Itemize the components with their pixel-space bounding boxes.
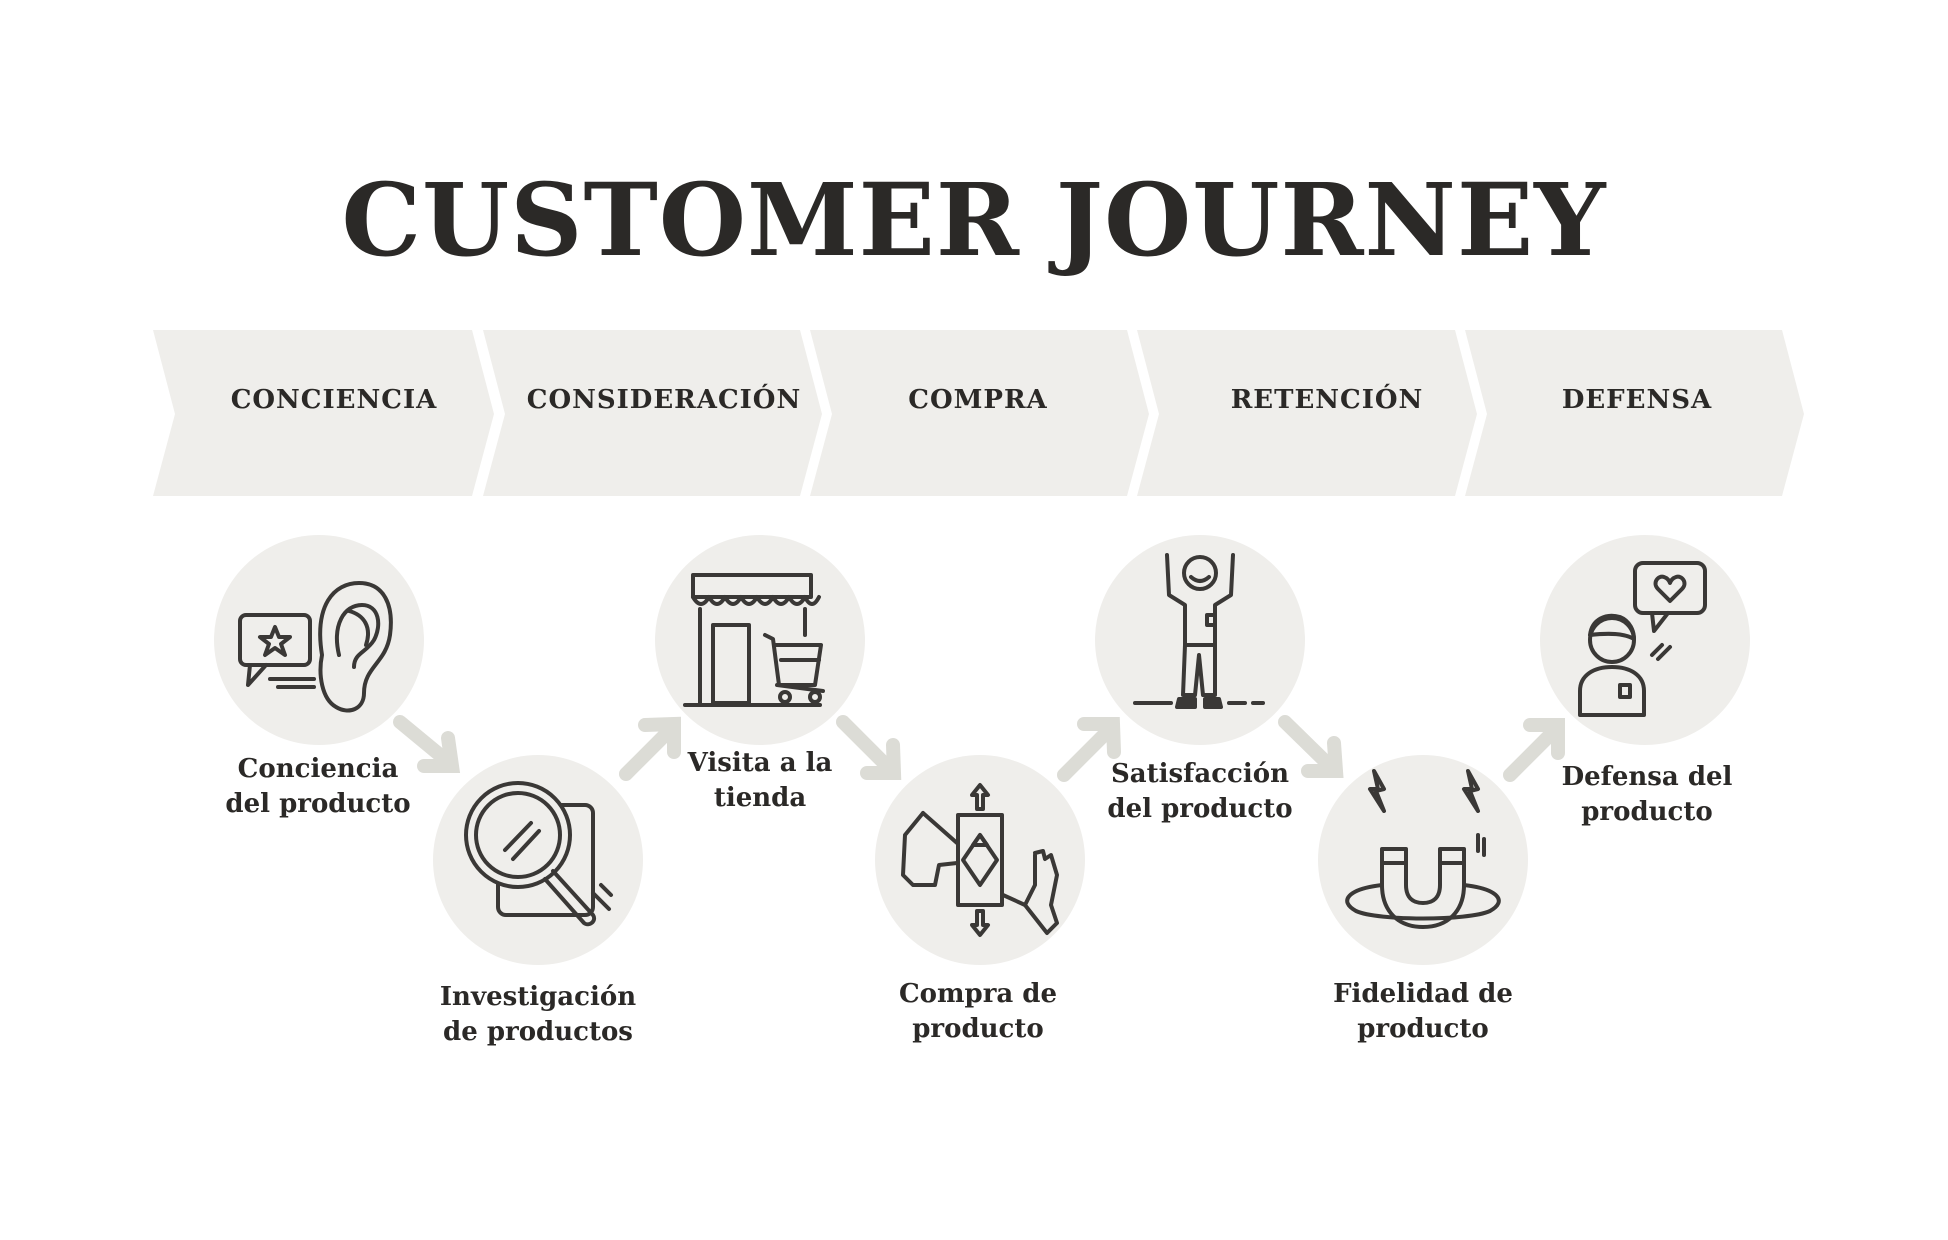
stage-label-retencion: RETENCIÓN	[1230, 385, 1424, 415]
hands-money-exchange-icon	[901, 783, 1059, 937]
arrow-up-3	[1503, 718, 1565, 782]
magnifying-glass-icon	[464, 781, 613, 927]
arrow-down-1	[393, 715, 461, 773]
stage-label-defensa: DEFENSA	[1561, 385, 1713, 415]
step-label-6-line1: Fidelidad de	[1333, 979, 1513, 1009]
stage-chevron-1	[153, 330, 494, 496]
happy-person-arms-up-icon	[1133, 553, 1265, 709]
stage-chevron-4	[1137, 330, 1477, 496]
stage-chevron-5	[1465, 330, 1804, 496]
step-label-3-line2: tienda	[713, 783, 807, 813]
arrow-up-2	[1057, 717, 1121, 782]
step-label-5-line2: del producto	[1107, 794, 1293, 824]
step-circle-4	[875, 755, 1085, 965]
arrow-up-1	[619, 716, 681, 781]
step-label-4-line1: Compra de	[898, 979, 1058, 1009]
step-circle-2	[433, 755, 643, 965]
step-label-2-line1: Investigación	[439, 982, 637, 1012]
step-label-3: Visita a la tienda	[630, 746, 890, 816]
step-label-1: Conciencia del producto	[188, 752, 448, 822]
stage-label-conciencia: CONCIENCIA	[230, 385, 438, 415]
step-circle-6	[1318, 755, 1528, 965]
magnet-icon	[1345, 769, 1501, 929]
step-label-7-line2: producto	[1581, 797, 1713, 827]
step-label-1-line1: Conciencia	[237, 754, 399, 784]
step-circle-5	[1095, 535, 1305, 745]
step-label-3-line1: Visita a la	[687, 748, 833, 778]
step-label-1-line2: del producto	[225, 789, 411, 819]
step-label-7: Defensa del producto	[1517, 760, 1777, 830]
step-label-6: Fidelidad de producto	[1293, 977, 1553, 1047]
store-cart-icon	[683, 573, 825, 707]
page-title: CUSTOMER JOURNEY	[341, 161, 1607, 279]
step-label-5: Satisfacción del producto	[1070, 757, 1330, 827]
step-label-2: Investigación de productos	[408, 980, 668, 1050]
arrow-down-3	[1278, 715, 1344, 778]
stage-label-consideracion: CONSIDERACIÓN	[526, 385, 802, 415]
step-circle-1	[214, 535, 424, 745]
step-circle-7	[1540, 535, 1750, 745]
step-label-7-line1: Defensa del	[1561, 762, 1733, 792]
step-label-5-line1: Satisfacción	[1111, 759, 1289, 789]
person-heart-bubble-icon	[1578, 561, 1707, 717]
step-circle-3	[655, 535, 865, 745]
step-label-2-line2: de productos	[443, 1017, 633, 1047]
step-label-4: Compra de producto	[848, 977, 1108, 1047]
stage-label-compra: COMPRA	[908, 385, 1048, 415]
step-label-4-line2: producto	[912, 1014, 1044, 1044]
step-label-6-line2: producto	[1357, 1014, 1489, 1044]
stage-chevron-2	[483, 330, 822, 496]
ear-speech-bubble-star-icon	[238, 581, 393, 713]
stage-chevron-3	[810, 330, 1149, 496]
arrow-down-2	[836, 715, 902, 780]
